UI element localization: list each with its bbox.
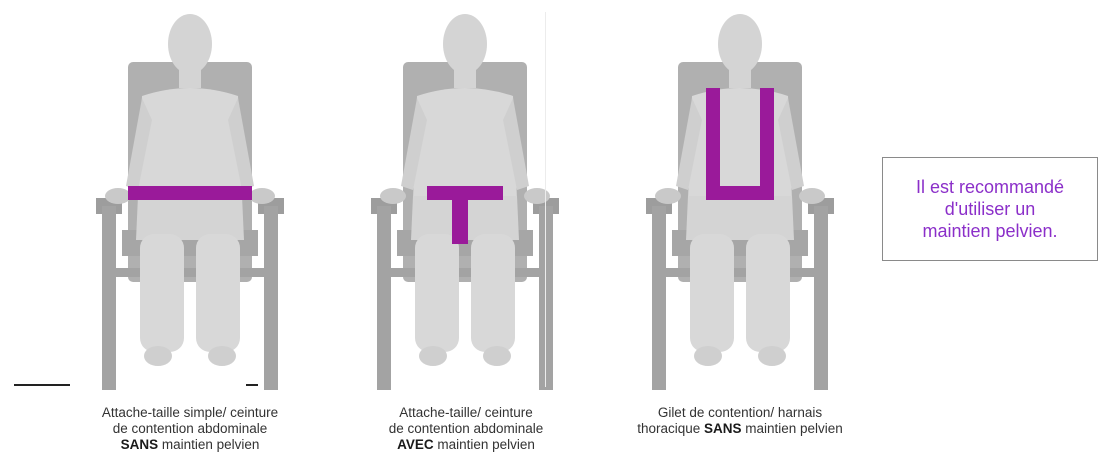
figure-waist-belt-simple xyxy=(80,0,300,400)
recommendation-text: Il est recommandé d'utiliser un maintien… xyxy=(902,176,1078,242)
divider xyxy=(545,12,546,387)
harness-waist-strap xyxy=(706,186,774,200)
caption-line: thoracique SANS maintien pelvien xyxy=(590,421,890,437)
caption-line: AVEC maintien pelvien xyxy=(316,437,616,453)
caption-emphasis: AVEC xyxy=(397,437,434,452)
caption-rest: maintien pelvien xyxy=(434,437,535,452)
seated-person-illustration xyxy=(355,0,575,400)
caption-figure-2: Attache-taille/ ceinture de contention a… xyxy=(316,405,616,453)
waist-strap xyxy=(128,186,252,200)
caption-emphasis: SANS xyxy=(121,437,159,452)
caption-pre: thoracique xyxy=(637,421,704,436)
rule-line xyxy=(246,384,258,386)
caption-rest: maintien pelvien xyxy=(742,421,843,436)
caption-line: Attache-taille/ ceinture xyxy=(316,405,616,421)
caption-emphasis: SANS xyxy=(704,421,742,436)
seated-person-illustration xyxy=(630,0,850,400)
caption-line: de contention abdominale xyxy=(40,421,340,437)
caption-figure-3: Gilet de contention/ harnais thoracique … xyxy=(590,405,890,437)
harness-strap-left xyxy=(706,88,720,200)
caption-line: Gilet de contention/ harnais xyxy=(590,405,890,421)
caption-figure-1: Attache-taille simple/ ceinture de conte… xyxy=(40,405,340,453)
caption-line: de contention abdominale xyxy=(316,421,616,437)
caption-line: SANS maintien pelvien xyxy=(40,437,340,453)
pelvic-strap xyxy=(452,196,468,244)
figure-waist-belt-pelvic xyxy=(355,0,575,400)
seated-person-illustration xyxy=(80,0,300,400)
rule-line xyxy=(14,384,70,386)
recommendation-box: Il est recommandé d'utiliser un maintien… xyxy=(882,157,1098,261)
figure-chest-harness xyxy=(630,0,850,400)
harness-strap-right xyxy=(760,88,774,200)
caption-line: Attache-taille simple/ ceinture xyxy=(40,405,340,421)
caption-rest: maintien pelvien xyxy=(158,437,259,452)
